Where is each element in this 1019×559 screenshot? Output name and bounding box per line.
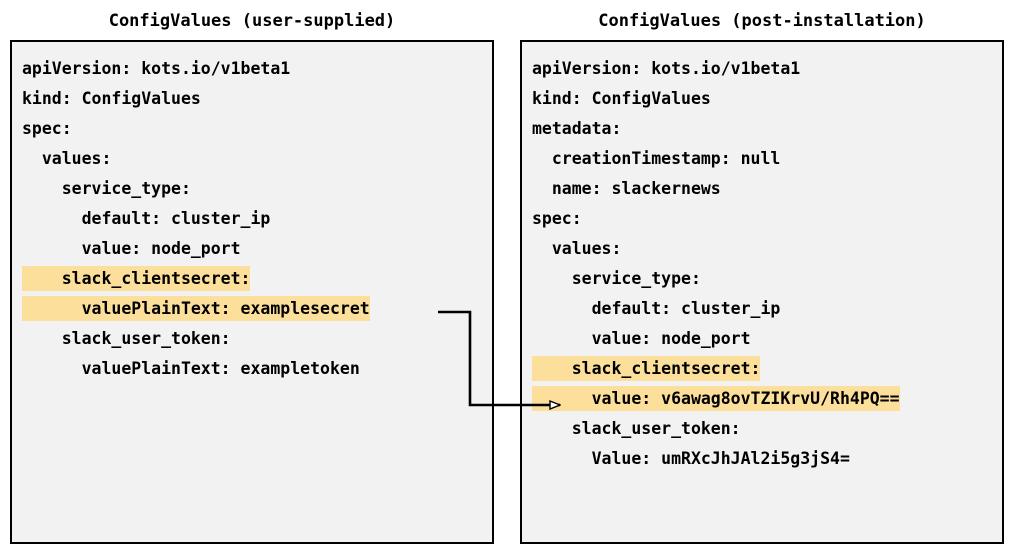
code-line-text: values:: [532, 239, 622, 258]
code-line-text: default: cluster_ip: [22, 209, 271, 228]
code-line: slack_clientsecret:: [22, 264, 492, 294]
code-line-text: valuePlainText: examplesecret: [22, 296, 370, 321]
right-panel-box: apiVersion: kots.io/v1beta1 kind: ConfigV…: [520, 40, 1004, 544]
code-line-text: kind: ConfigValues: [532, 89, 711, 108]
code-line-text: name: slackernews: [532, 179, 721, 198]
code-line-text: slack_clientsecret:: [22, 266, 251, 291]
code-line: values:: [22, 144, 492, 174]
code-line: value: v6awag8ovTZIKrvU/Rh4PQ==: [532, 384, 1002, 414]
code-line: service_type:: [532, 264, 1002, 294]
code-line-text: slack_user_token:: [532, 419, 741, 438]
code-line: valuePlainText: exampletoken: [22, 354, 492, 384]
code-line-text: spec:: [532, 209, 582, 228]
code-line: Value: umRXcJhJAl2i5g3jS4=: [532, 444, 1002, 474]
code-line: metadata:: [532, 114, 1002, 144]
code-line-text: value: node_port: [22, 239, 241, 258]
code-line: creationTimestamp: null: [532, 144, 1002, 174]
code-line-text: metadata:: [532, 119, 622, 138]
code-line: value: node_port: [22, 234, 492, 264]
code-line: name: slackernews: [532, 174, 1002, 204]
left-panel-code: apiVersion: kots.io/v1beta1 kind: ConfigV…: [12, 42, 492, 384]
code-line: spec:: [22, 114, 492, 144]
code-line: slack_user_token:: [22, 324, 492, 354]
code-line-text: default: cluster_ip: [532, 299, 781, 318]
code-line-text: service_type:: [532, 269, 701, 288]
code-line-text: valuePlainText: exampletoken: [22, 359, 360, 378]
code-line-text: Value: umRXcJhJAl2i5g3jS4=: [532, 449, 850, 468]
code-line: default: cluster_ip: [22, 204, 492, 234]
left-panel-title: ConfigValues (user-supplied): [108, 11, 396, 31]
code-line-text: value: node_port: [532, 329, 751, 348]
code-line: apiVersion: kots.io/v1beta1: [532, 54, 1002, 84]
code-line-text: service_type:: [22, 179, 191, 198]
code-line: service_type:: [22, 174, 492, 204]
code-line: slack_clientsecret:: [532, 354, 1002, 384]
code-line-text: apiVersion: kots.io/v1beta1: [22, 59, 291, 78]
code-line: values:: [532, 234, 1002, 264]
code-line-text: creationTimestamp: null: [532, 149, 781, 168]
left-panel: ConfigValues (user-supplied) apiVersion:…: [10, 0, 494, 544]
code-line: value: node_port: [532, 324, 1002, 354]
code-line: slack_user_token:: [532, 414, 1002, 444]
code-line-text: spec:: [22, 119, 72, 138]
code-line-text: kind: ConfigValues: [22, 89, 201, 108]
code-line-text: values:: [22, 149, 112, 168]
code-line-text: value: v6awag8ovTZIKrvU/Rh4PQ==: [532, 386, 900, 411]
right-panel-code: apiVersion: kots.io/v1beta1 kind: ConfigV…: [522, 42, 1002, 474]
code-line: default: cluster_ip: [532, 294, 1002, 324]
code-line: spec:: [532, 204, 1002, 234]
code-line: valuePlainText: examplesecret: [22, 294, 492, 324]
code-line: apiVersion: kots.io/v1beta1: [22, 54, 492, 84]
code-line: kind: ConfigValues: [22, 84, 492, 114]
right-panel-title: ConfigValues (post-installation): [598, 11, 926, 31]
code-line-text: apiVersion: kots.io/v1beta1: [532, 59, 801, 78]
code-line-text: slack_clientsecret:: [532, 356, 761, 381]
code-line: kind: ConfigValues: [532, 84, 1002, 114]
left-panel-box: apiVersion: kots.io/v1beta1 kind: ConfigV…: [10, 40, 494, 544]
right-panel: ConfigValues (post-installation) apiVers…: [520, 0, 1004, 544]
code-line-text: slack_user_token:: [22, 329, 231, 348]
